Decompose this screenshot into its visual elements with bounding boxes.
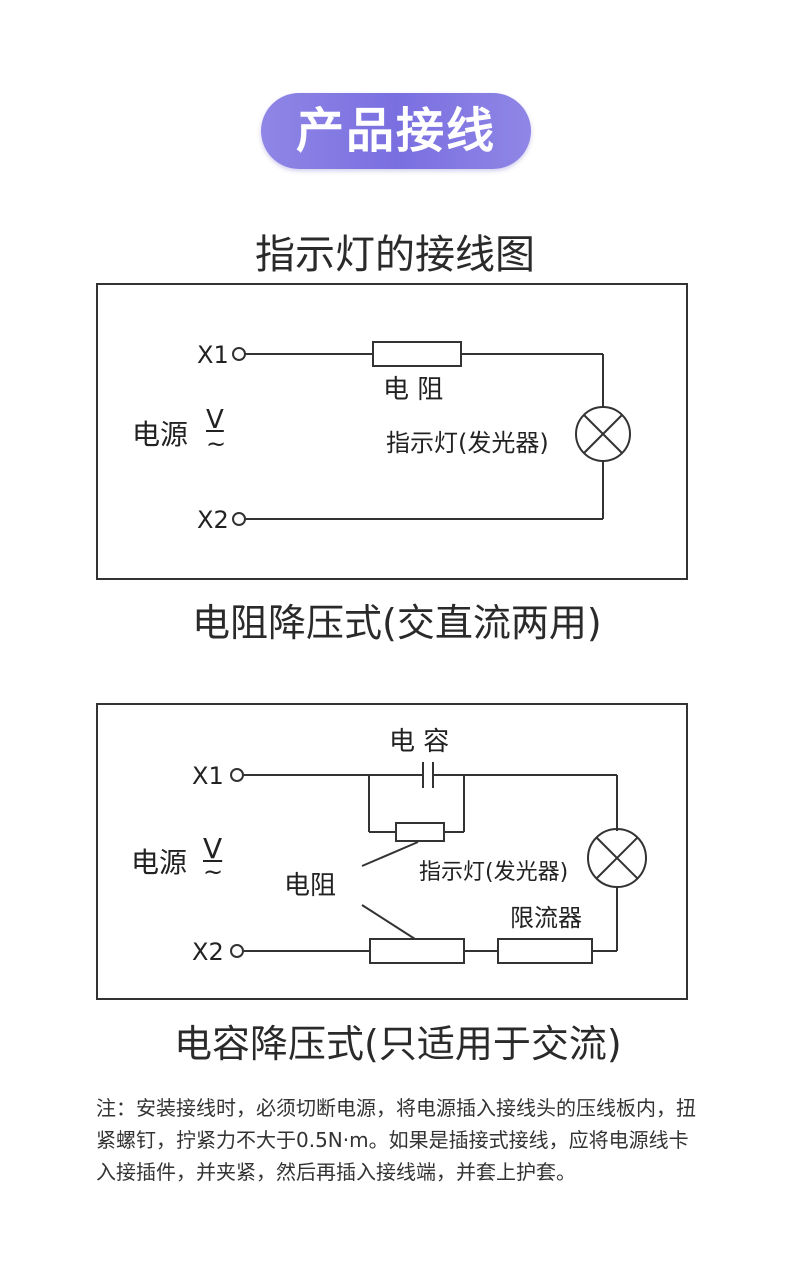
lamp-cross-icon xyxy=(583,414,623,454)
terminal-x1-label: X1 xyxy=(192,762,224,790)
power-source-label: 电源 xyxy=(132,418,189,451)
terminal-x2-label: X2 xyxy=(192,938,224,966)
terminal-x2-label: X2 xyxy=(197,506,229,534)
lamp-cross-icon xyxy=(596,837,638,879)
power-source-label: 电源 xyxy=(131,846,188,879)
resistor-label: 电 阻 xyxy=(383,375,444,405)
diagram2-frame xyxy=(96,703,688,1000)
ac-symbol-label: ~ xyxy=(206,430,227,458)
diagram1-title: 指示灯的接线图 xyxy=(255,232,535,278)
terminal-x1-label: X1 xyxy=(197,341,229,369)
diagram1-caption: 电阻降压式(交直流两用) xyxy=(192,601,602,645)
terminal-x2-icon xyxy=(230,944,244,958)
voltage-label: V xyxy=(203,832,223,865)
pointer-line xyxy=(361,904,416,940)
ac-symbol-label: ~ xyxy=(203,858,224,886)
section-banner: 产品接线 xyxy=(261,93,531,169)
terminal-x2-icon xyxy=(232,512,246,526)
voltage-label: V xyxy=(206,405,224,435)
section-title: 产品接线 xyxy=(295,103,496,159)
resistor-label: 电阻 xyxy=(284,871,337,901)
diagram2-caption: 电容降压式(只适用于交流) xyxy=(174,1022,622,1066)
limiter-label: 限流器 xyxy=(510,904,582,932)
terminal-x1-icon xyxy=(232,347,246,361)
capacitor-label: 电 容 xyxy=(389,727,450,757)
lamp-label: 指示灯(发光器) xyxy=(386,429,549,457)
resistor-icon xyxy=(372,341,462,367)
lamp-label: 指示灯(发光器) xyxy=(419,860,569,885)
installation-note: 注：安装接线时，必须切断电源，将电源插入接线头的压线板内，扭紧螺钉，拧紧力不大于… xyxy=(96,1096,696,1184)
diagram1-frame xyxy=(96,283,688,580)
pointer-line xyxy=(361,841,419,867)
